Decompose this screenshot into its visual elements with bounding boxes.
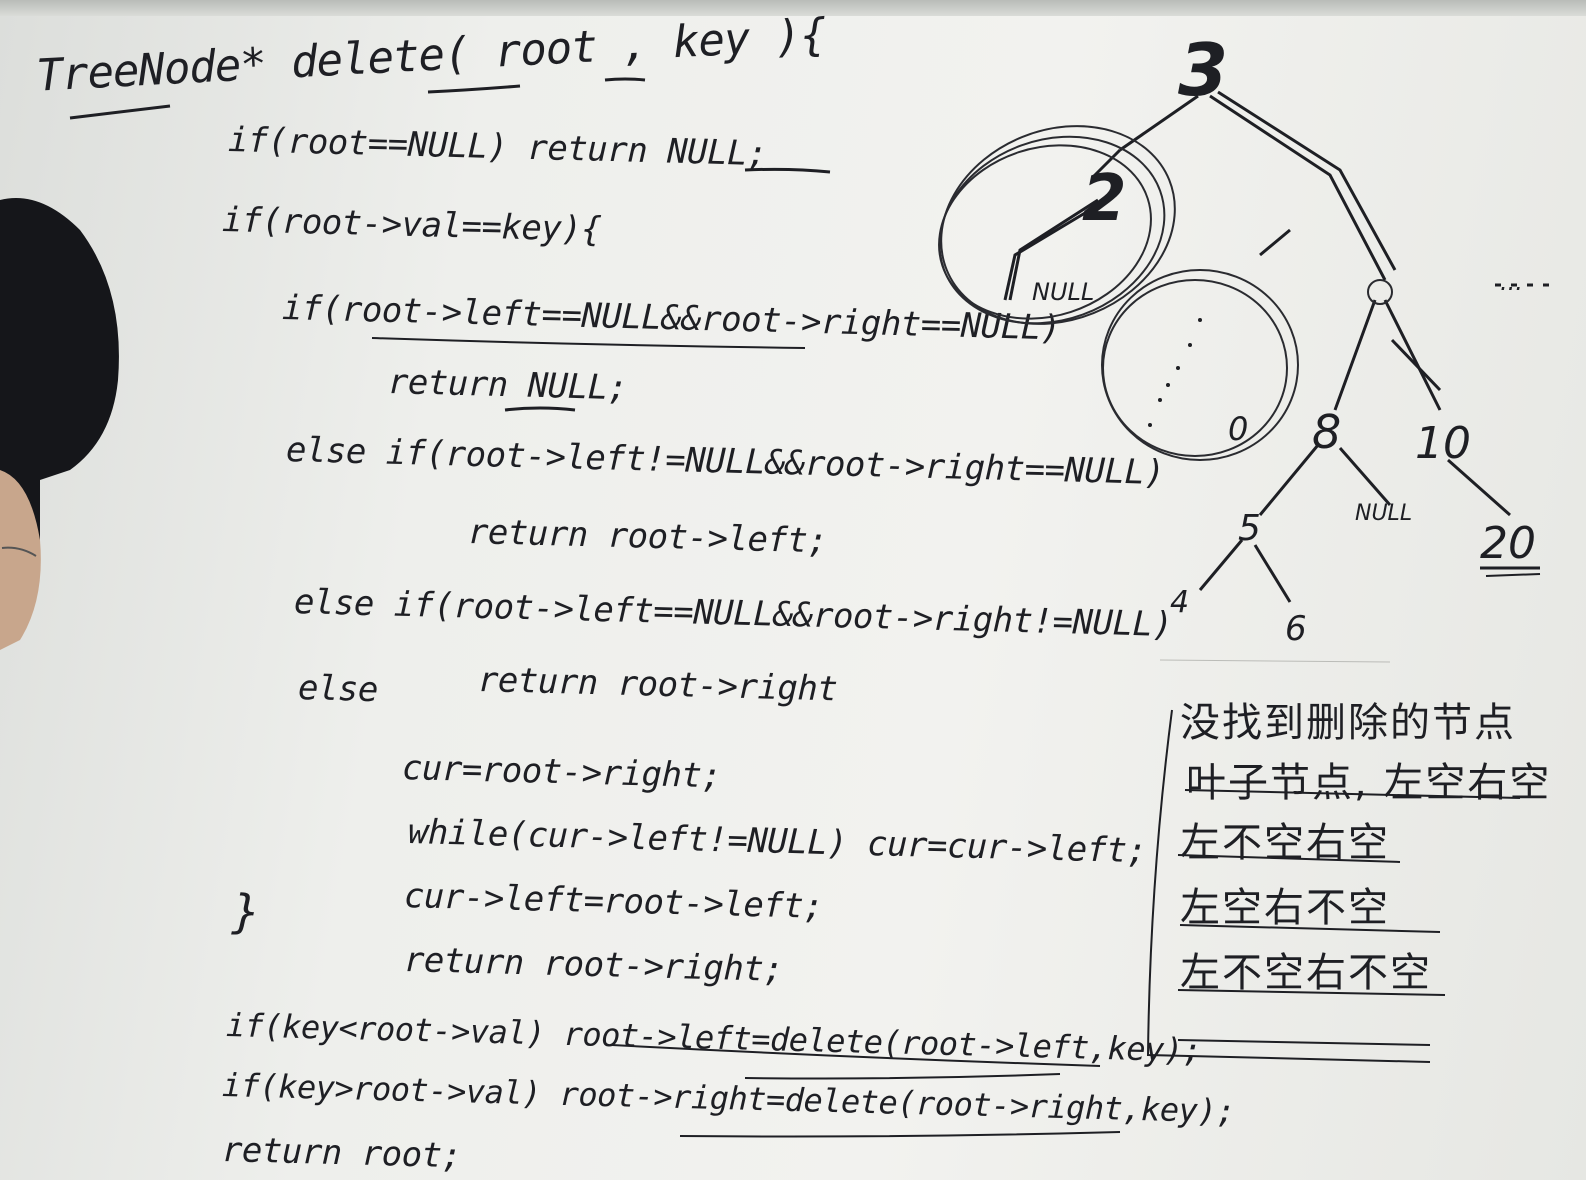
tree-node: NULL: [1355, 501, 1412, 526]
note-line: 叶子节点, 左空右空: [1186, 760, 1552, 806]
tree-node: ...: [1500, 268, 1523, 296]
tree-node: 0: [1228, 410, 1248, 448]
tree-node: 4: [1170, 585, 1189, 620]
tree-node: 3: [1178, 28, 1228, 112]
note-line: 左不空右不空: [1180, 950, 1432, 996]
tree-node: 8: [1312, 405, 1341, 459]
tree-node: 5: [1238, 508, 1261, 549]
note-line: 左不空右空: [1180, 820, 1390, 866]
whiteboard-frame-edge: [0, 0, 1586, 16]
note-line: 左空右不空: [1180, 885, 1390, 931]
tree-node: NULL: [1032, 278, 1094, 306]
tree-node: 6: [1285, 609, 1307, 649]
note-line: 没找到删除的节点: [1180, 700, 1516, 746]
tree-node: 20: [1480, 518, 1536, 569]
lecturer-silhouette: [0, 198, 119, 650]
tree-node: 2: [1082, 162, 1127, 236]
tree-node: 10: [1415, 418, 1471, 469]
